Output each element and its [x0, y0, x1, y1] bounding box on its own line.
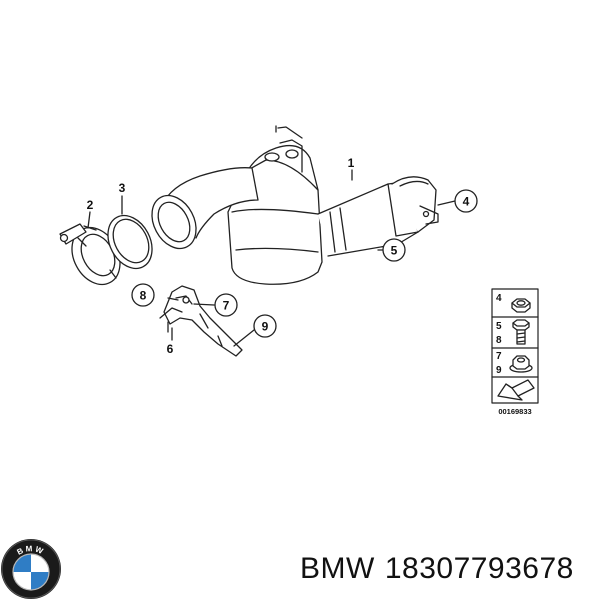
callout-9: 9 — [253, 314, 277, 338]
legend-row3-bottom: 9 — [496, 365, 502, 376]
legend-row1-top: 4 — [496, 293, 502, 304]
callout-7: 7 — [214, 293, 238, 317]
callout-5: 5 — [382, 238, 406, 262]
flange-nut-icon — [509, 355, 533, 373]
bolt-icon — [512, 319, 530, 345]
svg-text:8: 8 — [140, 289, 147, 303]
svg-text:7: 7 — [223, 299, 230, 313]
inlet-elbow — [151, 167, 259, 250]
callout-8: 8 — [131, 283, 155, 307]
legend-row3-top: 7 — [496, 351, 502, 362]
callout-3: 3 — [119, 181, 126, 195]
gasket — [107, 214, 153, 270]
callout-4: 4 — [454, 189, 478, 213]
mounting-bracket — [159, 285, 243, 357]
bmw-logo-text: BMW — [16, 544, 47, 557]
legend-row2-top: 5 — [496, 321, 502, 332]
callout-2: 2 — [87, 198, 94, 212]
callout-6: 6 — [167, 342, 174, 356]
svg-text:5: 5 — [391, 244, 398, 258]
outlet-pipe — [317, 176, 439, 257]
hardware-legend: 4 5 8 7 9 — [491, 288, 539, 404]
callout-1: 1 — [348, 156, 355, 170]
catalytic-converter — [227, 125, 323, 285]
hex-nut-icon — [511, 298, 531, 313]
part-caption: BMW 18307793678 — [300, 552, 574, 586]
legend-row2-bottom: 8 — [496, 335, 502, 346]
diagram-code: 00169833 — [498, 407, 531, 416]
bmw-logo: BMW — [1, 539, 61, 599]
part-number: 18307793678 — [384, 552, 574, 585]
direction-arrow-icon — [497, 379, 535, 401]
svg-text:9: 9 — [262, 320, 269, 334]
brand-name: BMW — [300, 552, 375, 585]
svg-text:4: 4 — [463, 195, 470, 209]
